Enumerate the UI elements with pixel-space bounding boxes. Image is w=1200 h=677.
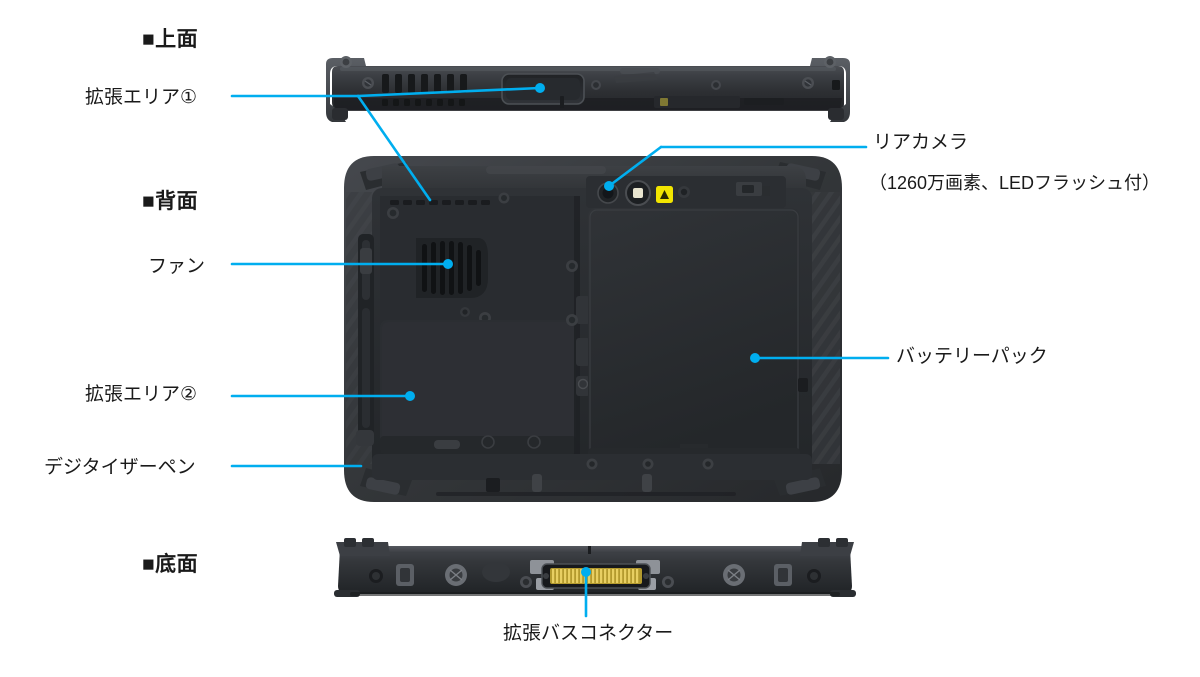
callout-label-expansion-area-2: 拡張エリア②	[85, 384, 198, 405]
expansion-bus-connector	[530, 560, 660, 590]
digitizer-pen-slot	[356, 234, 374, 446]
corner-bumper-left	[326, 56, 366, 122]
screw-heads	[362, 77, 814, 90]
battery-pack-panel	[588, 208, 800, 460]
callout-label-expansion-area-1: 拡張エリア①	[85, 87, 198, 108]
expansion-area-1-port	[501, 73, 585, 105]
bottom-band	[372, 454, 812, 496]
camera-module	[586, 176, 786, 208]
callout-label-rear-camera-spec: （1260万画素、LEDフラッシュ付）	[869, 173, 1161, 193]
corner-bumper-right	[810, 56, 850, 122]
corner-feet	[334, 538, 856, 597]
section-label-bottom: ■底面	[142, 553, 199, 576]
callout-label-digitizer-pen: デジタイザーペン	[44, 457, 196, 478]
rear-view-illustration	[344, 156, 842, 502]
section-label-rear: ■背面	[142, 190, 199, 213]
top-view-illustration	[326, 56, 850, 122]
bottom-view-illustration	[334, 538, 856, 597]
expansion-area-2-panel	[380, 320, 576, 474]
callout-label-battery-pack: バッテリーパック	[896, 346, 1048, 367]
guide-pins	[369, 562, 821, 588]
center-seam	[566, 196, 590, 454]
callout-label-fan: ファン	[148, 256, 206, 277]
section-label-top: ■上面	[142, 28, 199, 51]
callout-label-rear-camera: リアカメラ	[873, 132, 969, 153]
fan-grille	[416, 238, 488, 298]
callout-label-expansion-bus-connector: 拡張バスコネクター	[503, 623, 674, 644]
warning-label	[656, 186, 673, 203]
